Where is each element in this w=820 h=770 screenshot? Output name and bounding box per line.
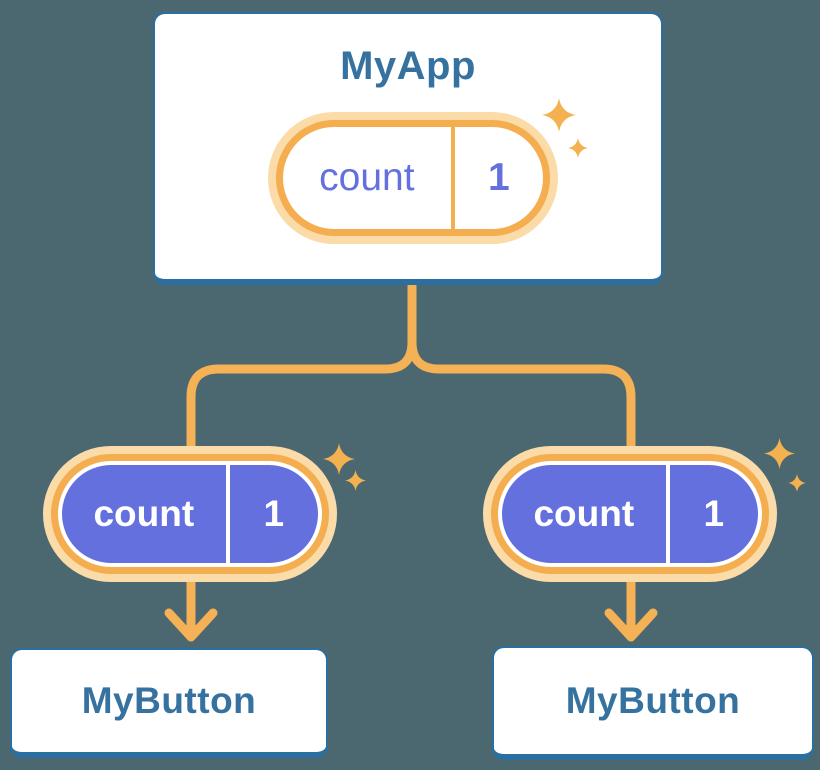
sparkle-icon (345, 470, 366, 491)
sparkle-icon (323, 443, 355, 475)
state-name: count (319, 156, 415, 199)
prop-name: count (93, 493, 195, 534)
prop-pill-left: count 1 (43, 446, 337, 582)
state-name-cell: count (283, 127, 451, 229)
state-pill-ring: count 1 (276, 120, 550, 236)
prop-value-cell: 1 (670, 465, 758, 563)
component-title-child-right: MyButton (565, 680, 741, 721)
prop-pill-right: count 1 (483, 446, 777, 582)
state-value: 1 (488, 156, 510, 199)
prop-value: 1 (703, 493, 725, 534)
sparkle-group (323, 443, 373, 495)
component-card-child-left: MyButton (10, 648, 328, 758)
arrow-down-icon (604, 608, 658, 642)
sparkle-icon (764, 438, 795, 469)
sparkle-group (542, 96, 602, 166)
sparkle-icon (542, 98, 576, 132)
prop-pill-body: count 1 (502, 465, 758, 563)
arrow-down-icon (164, 608, 218, 642)
prop-pill-body: count 1 (62, 465, 318, 563)
pill-divider (225, 465, 230, 563)
prop-name-cell: count (62, 465, 226, 563)
sparkle-icon (788, 474, 806, 492)
pill-divider (665, 465, 670, 563)
sparkle-icon (568, 138, 588, 158)
prop-pill-ring: count 1 (491, 454, 769, 574)
prop-name: count (533, 493, 635, 534)
prop-value-cell: 1 (230, 465, 318, 563)
prop-pill-ring: count 1 (51, 454, 329, 574)
state-value-cell: 1 (455, 127, 543, 229)
component-card-child-right: MyButton (492, 646, 814, 760)
component-title-root: MyApp (340, 44, 476, 88)
connector-right (407, 281, 636, 642)
prop-value: 1 (263, 493, 285, 534)
prop-name-cell: count (502, 465, 666, 563)
pill-divider (450, 127, 455, 229)
component-title-child-left: MyButton (81, 680, 257, 721)
sparkle-group (764, 438, 810, 494)
state-pill-root: count 1 (268, 112, 558, 244)
